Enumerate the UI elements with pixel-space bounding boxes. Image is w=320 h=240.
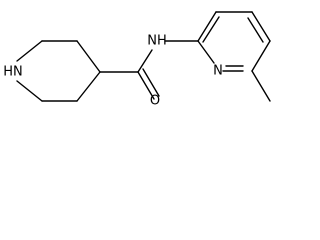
bond-py-3-inner (247, 17, 264, 43)
molecule-diagram: HN NH O N (3, 11, 271, 109)
amide-nh-label: NH (147, 34, 167, 49)
pyridine-nitrogen-label: N (213, 64, 223, 79)
bond-py-4 (251, 40, 271, 72)
bond-pip-6 (16, 80, 43, 102)
bond-pip-3 (76, 40, 101, 73)
bond-carbonyl-amide (137, 49, 153, 73)
carbonyl-oxygen-label: O (150, 94, 160, 109)
bond-py-6 (197, 40, 215, 64)
bond-py-3 (251, 11, 271, 42)
bond-pip-1 (16, 40, 43, 62)
bond-py-1 (197, 11, 217, 42)
bond-py-1-inner (202, 16, 220, 43)
bond-pip-4 (76, 71, 101, 102)
piperidine-nh-label: HN (3, 65, 23, 80)
structure-canvas: HN NH O N (0, 0, 281, 115)
carbonyl-double-bond-a (137, 71, 155, 100)
carbonyl-double-bond-b (142, 68, 160, 97)
methyl-bond (251, 70, 271, 102)
